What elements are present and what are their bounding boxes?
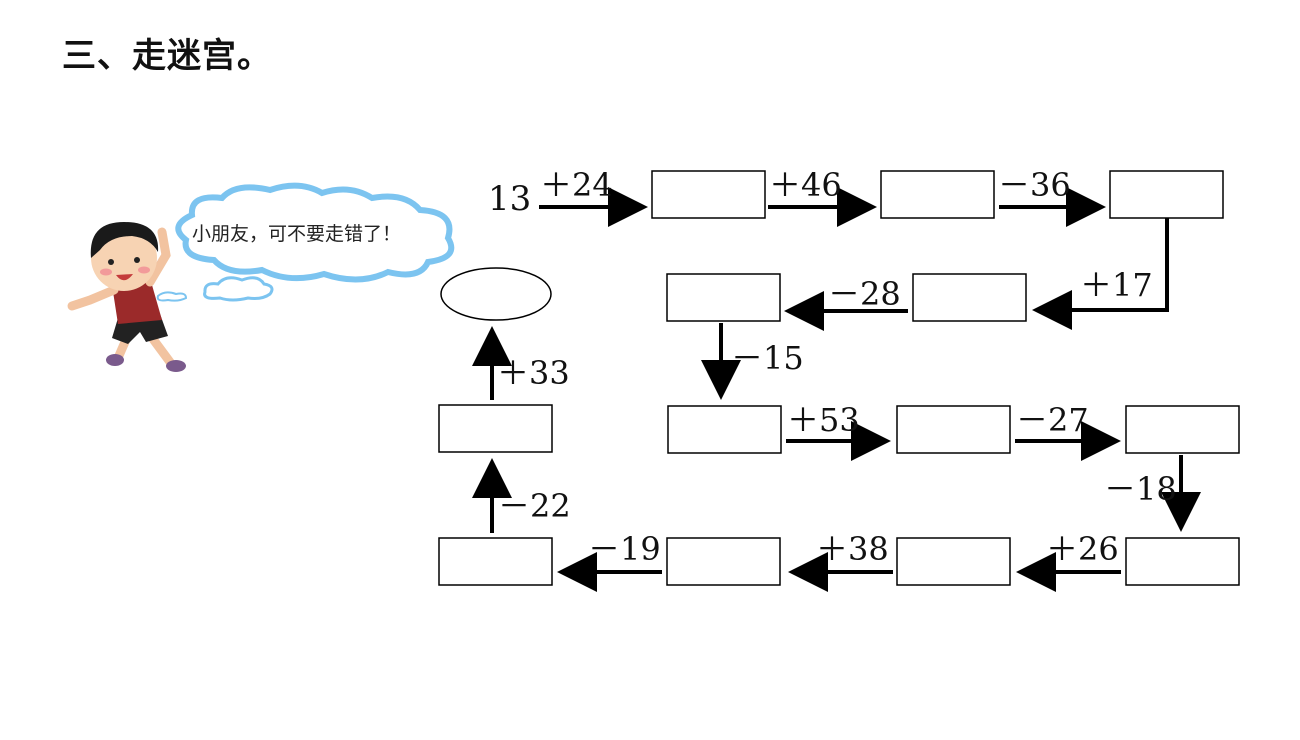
operation-label: －36 (998, 166, 1071, 204)
speech-bubble-text: 小朋友，可不要走错了！ (192, 223, 401, 245)
operation-label: －22 (498, 487, 571, 525)
answer-box-2[interactable] (880, 170, 995, 219)
answer-box-9[interactable] (1125, 537, 1240, 586)
answer-box-4[interactable] (912, 273, 1027, 322)
answer-box-6[interactable] (667, 405, 782, 454)
answer-box-10[interactable] (896, 537, 1011, 586)
operation-label: ＋46 (769, 166, 842, 204)
arrow-4 (1032, 218, 1169, 330)
small-cloud-icon (156, 276, 274, 302)
answer-box-5[interactable] (666, 273, 781, 322)
operation-label: ＋17 (1080, 266, 1153, 304)
boy-illustration-icon (67, 222, 186, 372)
operation-label: ＋38 (816, 530, 889, 568)
page-title: 三、走迷宫。 (62, 36, 272, 76)
answer-box-8[interactable] (1125, 405, 1240, 454)
operation-label: ＋53 (787, 401, 860, 439)
answer-box-13[interactable] (438, 404, 553, 453)
cloud-speech-bubble-icon: 小朋友，可不要走错了！ (175, 182, 455, 283)
final-answer-ellipse[interactable] (440, 267, 552, 321)
answer-box-11[interactable] (666, 537, 781, 586)
start-value: 13 (488, 179, 531, 219)
operation-label: －15 (731, 339, 804, 377)
answer-box-1[interactable] (651, 170, 766, 219)
operation-label: －18 (1104, 470, 1177, 508)
answer-box-3[interactable] (1109, 170, 1224, 219)
operation-label: －19 (588, 530, 661, 568)
answer-box-7[interactable] (896, 405, 1011, 454)
answer-box-12[interactable] (438, 537, 553, 586)
operation-label: ＋33 (497, 354, 570, 392)
operation-label: ＋24 (540, 166, 613, 204)
operation-label: －27 (1016, 401, 1089, 439)
operation-label: ＋26 (1046, 530, 1119, 568)
operation-label: －28 (828, 275, 901, 313)
